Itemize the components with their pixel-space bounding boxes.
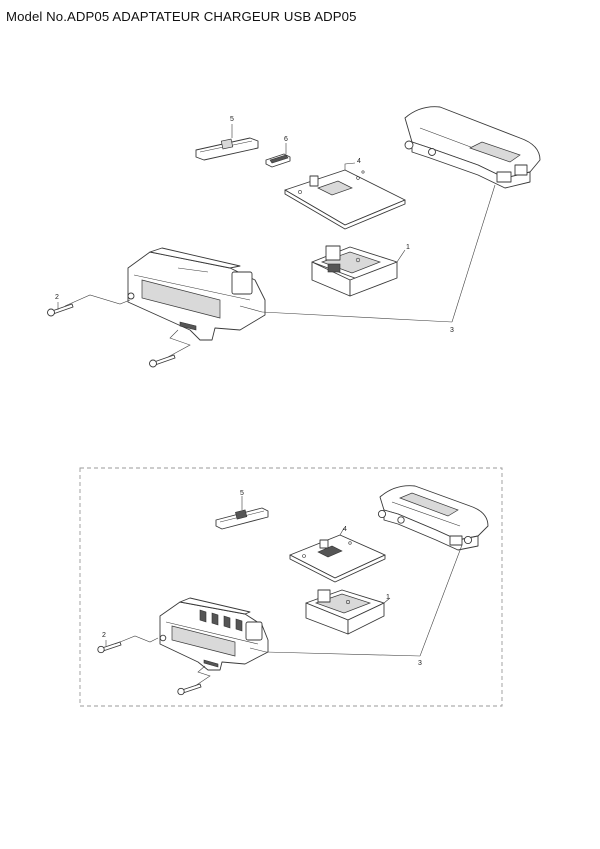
upper-part-3-top-cover <box>404 106 541 189</box>
lower-part-3-top-cover <box>377 485 489 551</box>
lower-callout-3: 3 <box>418 660 422 667</box>
lower-part-3-housing-base <box>159 597 269 671</box>
lower-part-4-pcb <box>289 527 386 583</box>
lower-callout-5: 5 <box>240 490 244 497</box>
lower-part-1-usb-holder <box>305 589 391 635</box>
lower-callouts: 5 4 1 2 3 <box>102 490 422 667</box>
lower-callout-4: 4 <box>343 526 347 533</box>
upper-callout-5: 5 <box>230 116 234 123</box>
upper-part-1-usb-holder <box>311 245 406 297</box>
upper-callout-6: 6 <box>284 136 288 143</box>
lower-diagram-frame <box>79 467 503 707</box>
upper-callout-4: 4 <box>357 158 361 165</box>
upper-part-4-pcb <box>284 162 406 230</box>
lower-part-2-screws <box>97 641 202 696</box>
lower-part-5-slide-button <box>215 496 269 530</box>
lower-callout-2: 2 <box>102 632 106 639</box>
upper-leader-lines <box>57 184 496 358</box>
upper-callouts: 5 6 4 1 2 3 <box>55 116 454 334</box>
upper-part-5-slide-button <box>195 124 259 161</box>
upper-callout-2: 2 <box>55 294 59 301</box>
lower-exploded-view: 5 4 1 2 3 <box>97 485 489 696</box>
upper-part-2-screws <box>47 303 176 368</box>
lower-callout-1: 1 <box>386 594 390 601</box>
upper-part-6-switch <box>265 143 291 168</box>
page-title: Model No.ADP05 ADAPTATEUR CHARGEUR USB A… <box>6 9 357 24</box>
upper-callout-3: 3 <box>450 327 454 334</box>
upper-callout-1: 1 <box>406 244 410 251</box>
lower-leader-lines <box>105 544 463 687</box>
upper-part-3-housing-base <box>127 247 266 341</box>
upper-exploded-view: 5 6 4 1 2 3 <box>47 106 541 368</box>
